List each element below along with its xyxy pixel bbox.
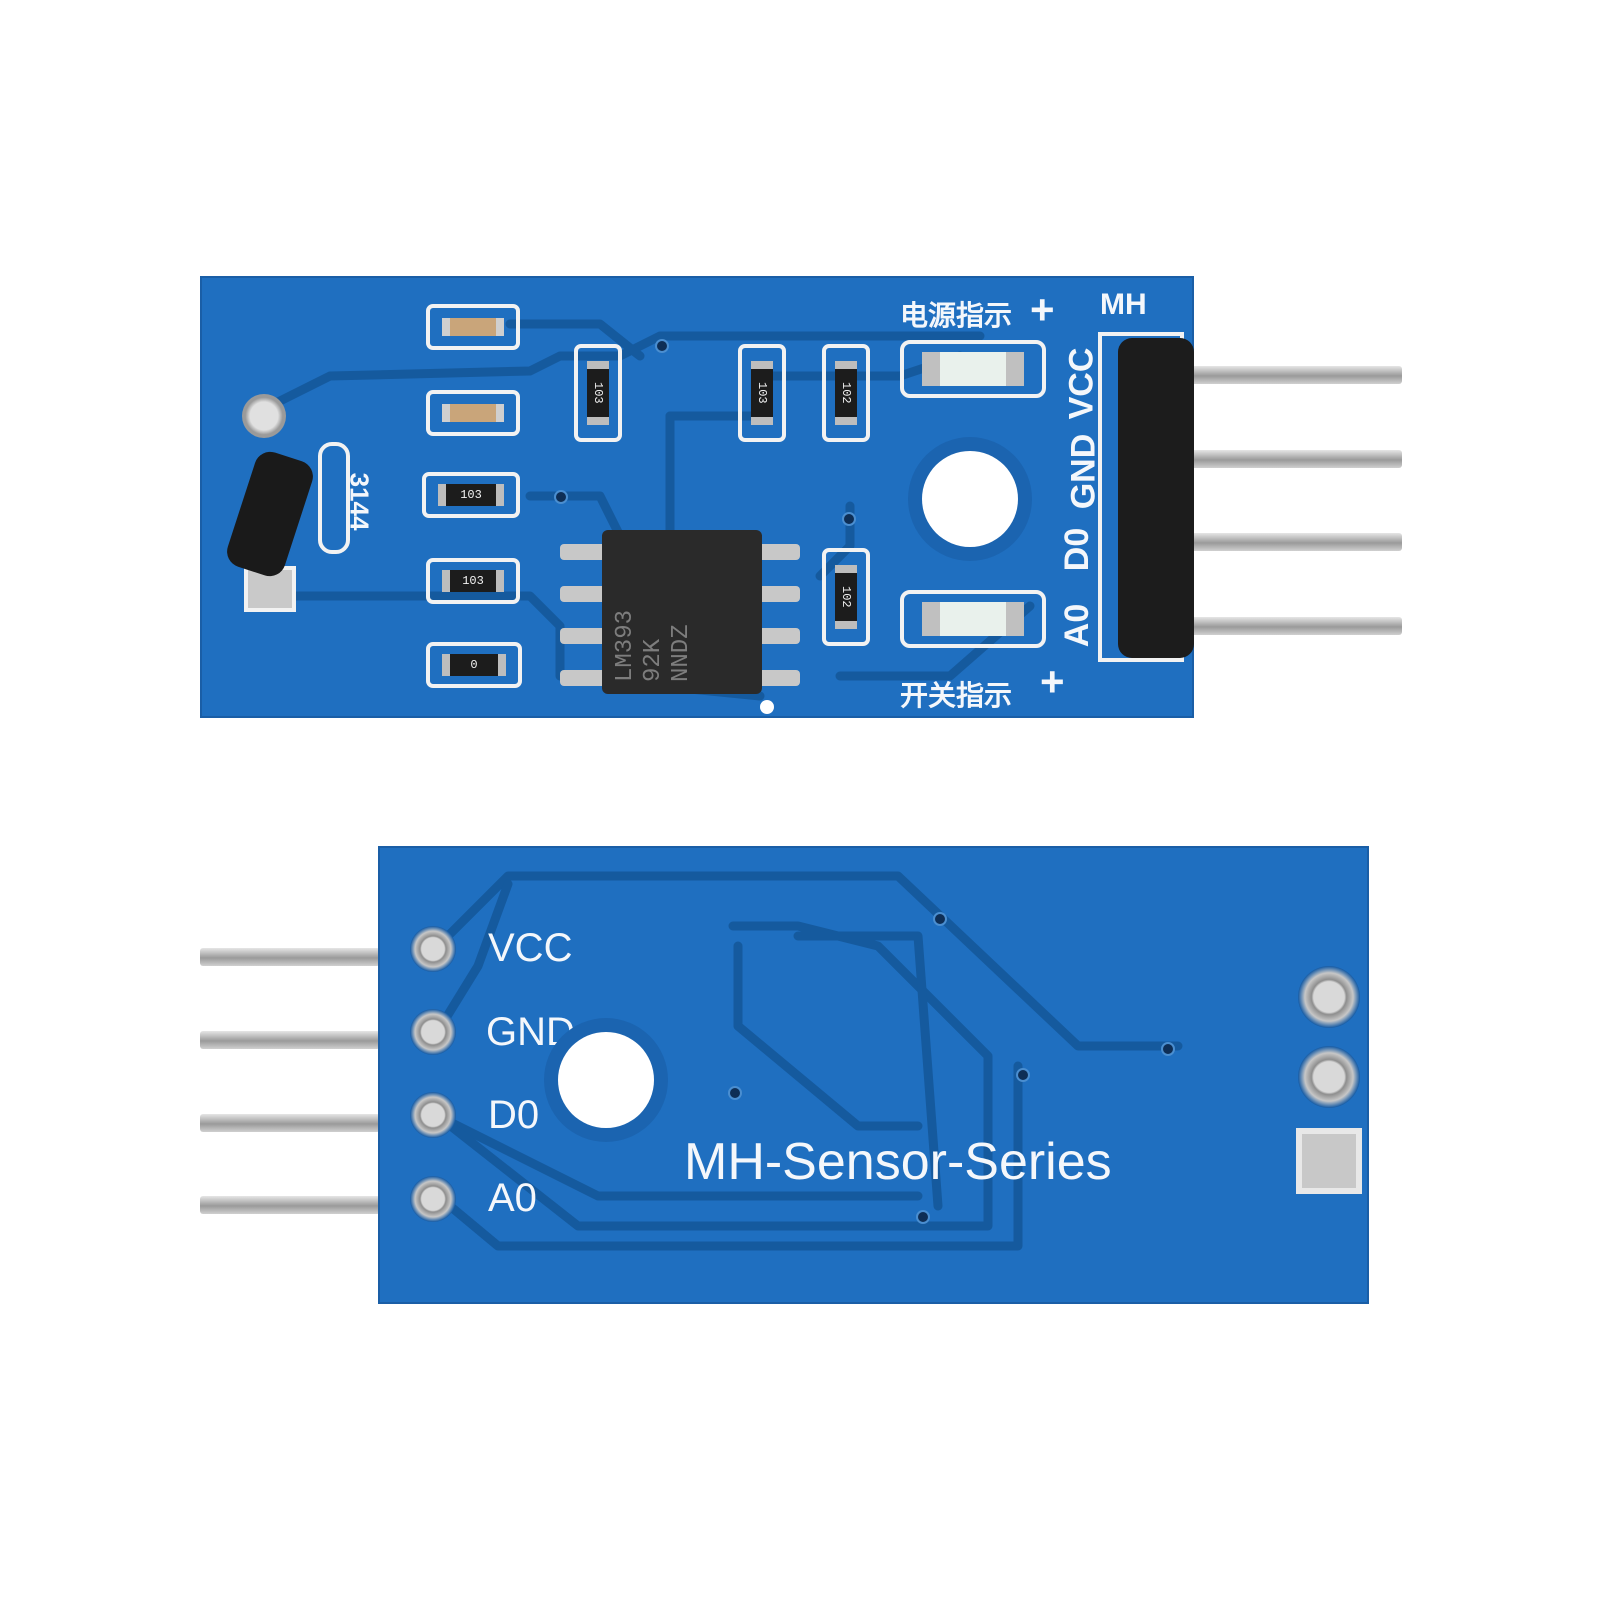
top-mounting-hole [922, 451, 1018, 547]
sensor-pad-top [242, 394, 286, 438]
ic-marking-1: LM393 [612, 609, 639, 682]
bottom-pin-gnd [200, 1031, 380, 1049]
top-pin-a0 [1150, 617, 1402, 635]
via [1016, 1068, 1030, 1082]
top-pin-d0 [1150, 533, 1402, 551]
top-label-a0: A0 [1058, 603, 1097, 648]
resistor-r6: 102 [822, 548, 870, 646]
bottom-pad-a0 [410, 1176, 456, 1222]
resistor-r1: 103 [422, 472, 520, 518]
brand-label: MH [1100, 288, 1147, 321]
bottom-pin-vcc [200, 948, 380, 966]
via [933, 912, 947, 926]
ic-leg [560, 670, 606, 686]
sensor-pad-2 [1298, 1046, 1360, 1108]
power-indicator-label: 电源指示 [900, 300, 1013, 331]
ic-leg [754, 586, 800, 602]
ic-leg [560, 544, 606, 560]
bottom-traces [433, 871, 1183, 1251]
sensor-pad-square [1296, 1128, 1362, 1194]
bottom-label-d0: D0 [488, 1093, 540, 1137]
bottom-label-a0: A0 [488, 1176, 537, 1220]
resistor-r0: 0 [426, 642, 522, 688]
white-dot [760, 700, 774, 714]
power-led [900, 340, 1046, 398]
ic-leg [560, 586, 606, 602]
top-label-vcc: VCC [1062, 347, 1101, 420]
top-pin-gnd [1150, 450, 1402, 468]
bottom-pin-a0 [200, 1196, 380, 1214]
sensor-silk-outline [318, 442, 350, 554]
via [728, 1086, 742, 1100]
via [916, 1210, 930, 1224]
bottom-pcb-board: VCC GND D0 A0 MH-Sensor-Series [378, 846, 1369, 1304]
pin-header [1118, 338, 1194, 658]
ic-leg [560, 628, 606, 644]
bottom-pad-vcc [410, 926, 456, 972]
switch-indicator-label: 开关指示 [900, 680, 1013, 711]
top-pin-vcc [1150, 366, 1402, 384]
via [554, 490, 568, 504]
bottom-pad-gnd [410, 1009, 456, 1055]
capacitor-2 [426, 390, 520, 436]
sensor-label: 3144 [344, 472, 375, 531]
resistor-r5: 102 [822, 344, 870, 442]
ic-leg [754, 544, 800, 560]
top-label-d0: D0 [1058, 527, 1097, 572]
bottom-pad-d0 [410, 1092, 456, 1138]
ic-marking-3: NNDZ [668, 624, 695, 682]
resistor-r4: 103 [738, 344, 786, 442]
ic-leg [754, 670, 800, 686]
bottom-pin-d0 [200, 1114, 380, 1132]
power-plus-sign: + [1030, 286, 1055, 333]
ic-chip: LM393 92K NNDZ [602, 530, 762, 694]
bottom-mounting-hole [558, 1032, 654, 1128]
resistor-r3: 103 [574, 344, 622, 442]
via [1161, 1042, 1175, 1056]
ic-leg [754, 628, 800, 644]
ic-marking-2: 92K [640, 638, 667, 682]
top-pcb-board: MH 电源指示 + 开关指示 + VCC GND D0 A0 3144 103 … [200, 276, 1194, 718]
via [842, 512, 856, 526]
switch-plus-sign: + [1040, 658, 1065, 705]
switch-led [900, 590, 1046, 648]
via [655, 339, 669, 353]
resistor-r2: 103 [426, 558, 520, 604]
sensor-pad-1 [1298, 966, 1360, 1028]
bottom-label-gnd: GND [486, 1010, 575, 1054]
capacitor-1 [426, 304, 520, 350]
bottom-label-vcc: VCC [488, 926, 573, 970]
board-title: MH-Sensor-Series [684, 1133, 1112, 1191]
